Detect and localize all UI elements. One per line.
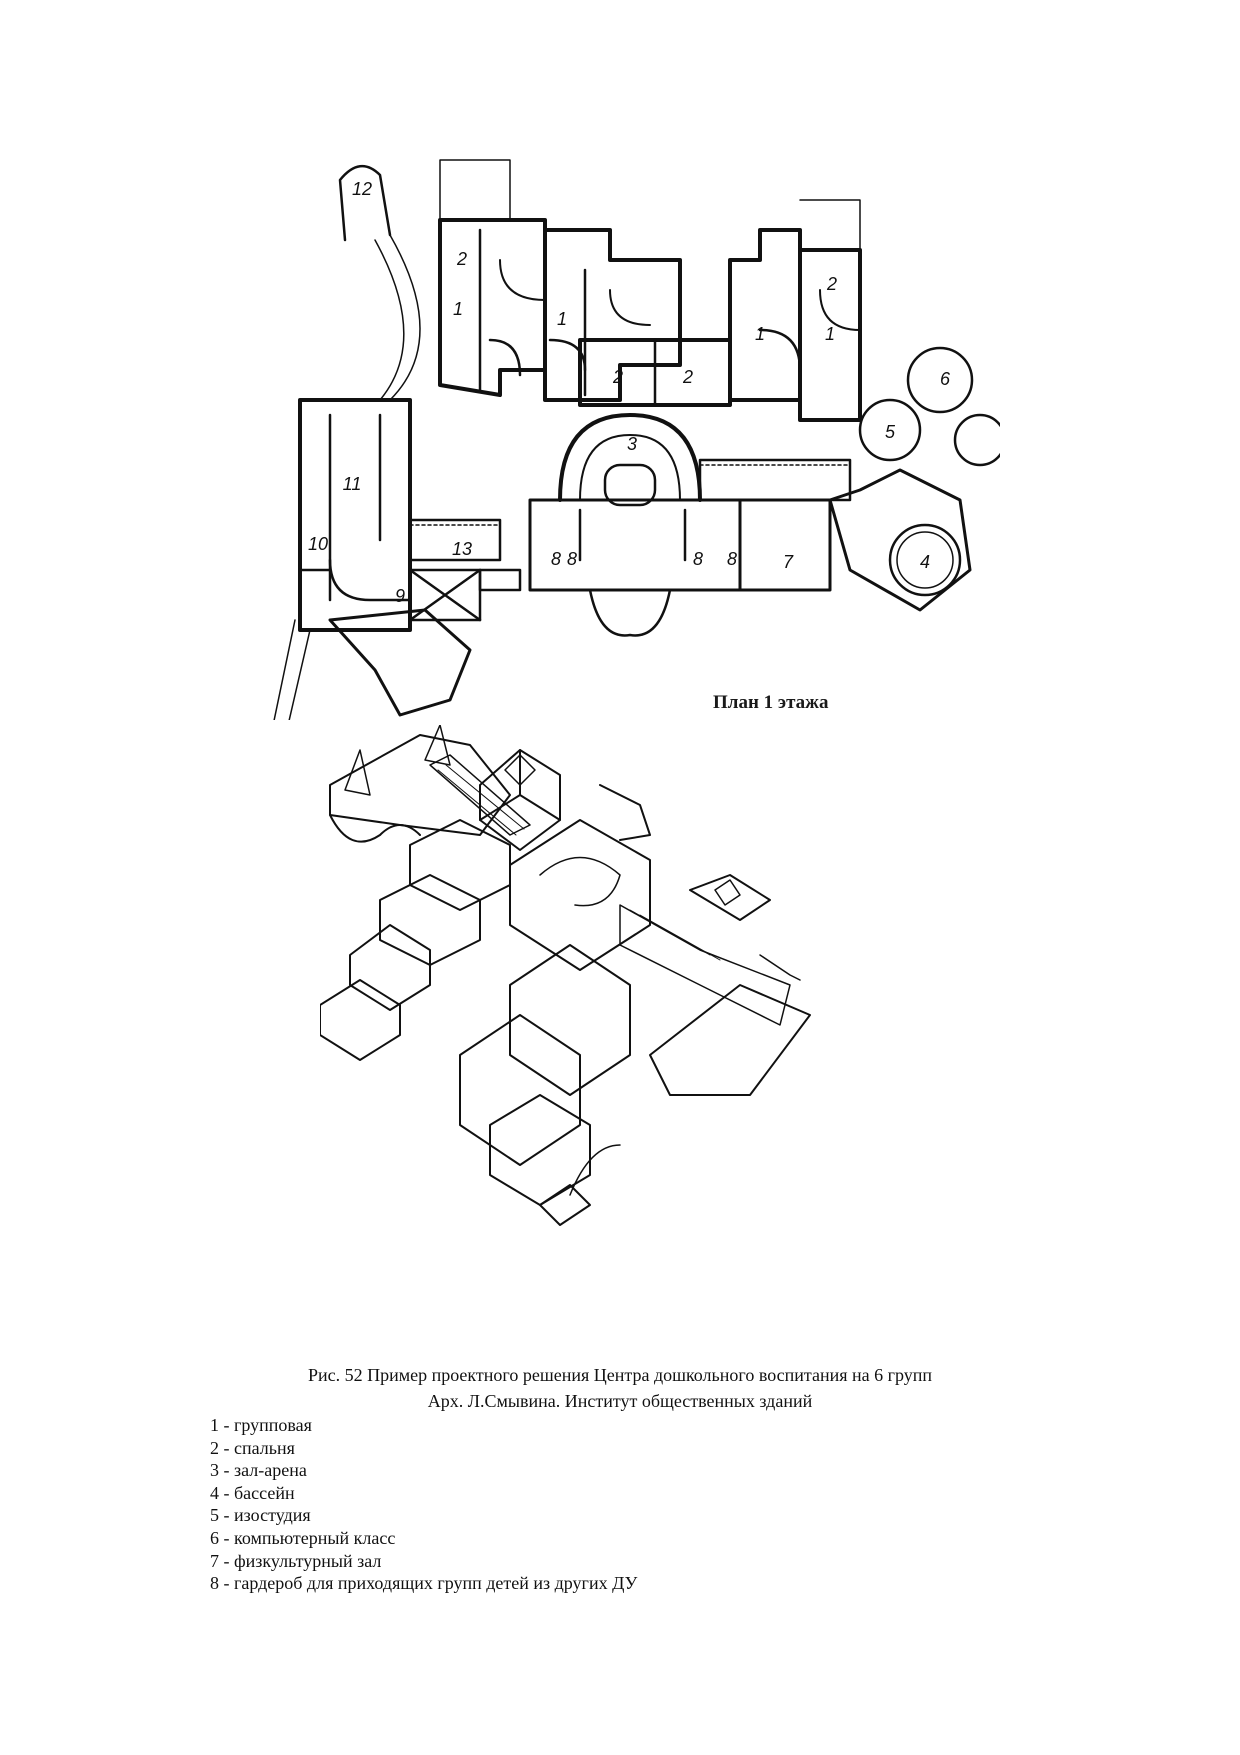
room-8-label-d: 8	[727, 549, 737, 569]
room-2-label-b: 2	[612, 367, 623, 387]
room-1-label-d: 1	[825, 324, 835, 344]
room-13-label: 13	[452, 539, 472, 559]
room-8-label-b: 8	[567, 549, 577, 569]
legend-list: 1 - групповая 2 - спальня 3 - зал-арена …	[210, 1414, 637, 1595]
room-2-label-d: 2	[826, 274, 837, 294]
figure-caption: Рис. 52 Пример проектного решения Центра…	[0, 1362, 1240, 1414]
room-6-label: 6	[940, 369, 951, 389]
room-7-label: 7	[783, 552, 794, 572]
caption-line-1: Рис. 52 Пример проектного решения Центра…	[307, 1365, 933, 1385]
room-11-label: 11	[343, 474, 362, 494]
room-9-label: 9	[395, 586, 405, 606]
room-2-label-a: 2	[456, 249, 467, 269]
legend-item: 3 - зал-арена	[210, 1460, 307, 1481]
room-5-label: 5	[885, 422, 896, 442]
caption-line-2: Арх. Л.Смывина. Институт общественных зд…	[427, 1391, 813, 1411]
legend-item: 7 - физкультурный зал	[210, 1550, 382, 1571]
plan-title: План 1 этажа	[713, 692, 829, 713]
room-12-label: 12	[352, 179, 372, 199]
legend-item: 6 - компьютерный класс	[210, 1527, 396, 1548]
floor-plan-drawing: 12 2 1 1 2 2 1 1 2 6 5 3 11 10 13 8 8 8 …	[273, 159, 1000, 720]
room-2-label-c: 2	[682, 367, 693, 387]
legend-item: 5 - изостудия	[210, 1505, 311, 1526]
room-1-label-c: 1	[755, 324, 765, 344]
room-1-label-a: 1	[453, 299, 463, 319]
room-10-label: 10	[308, 534, 328, 554]
room-1-label-b: 1	[557, 309, 567, 329]
room-4-label: 4	[920, 552, 930, 572]
legend-item: 1 - групповая	[210, 1415, 312, 1435]
legend-item: 8 - гардероб для приходящих групп детей …	[210, 1573, 638, 1594]
legend-item: 2 - спальня	[210, 1437, 295, 1458]
axonometric-drawing	[320, 725, 811, 1226]
room-3-label: 3	[627, 434, 637, 454]
room-8-label-a: 8	[551, 549, 561, 569]
room-8-label-c: 8	[693, 549, 703, 569]
legend-item: 4 - бассейн	[210, 1482, 295, 1503]
